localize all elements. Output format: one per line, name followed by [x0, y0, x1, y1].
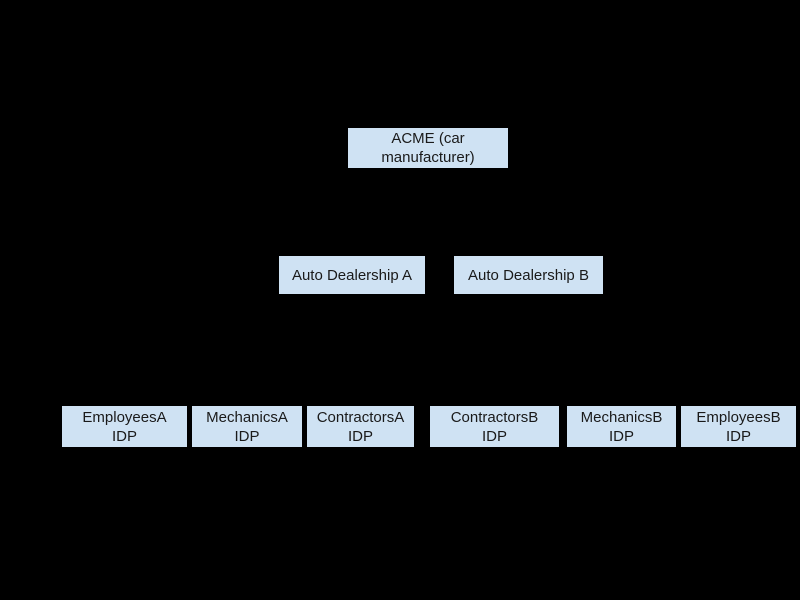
node-employees-a-idp: EmployeesA IDP [62, 406, 187, 447]
node-contractors-b-idp: ContractorsB IDP [430, 406, 559, 447]
node-acme-manufacturer: ACME (car manufacturer) [348, 128, 508, 168]
node-auto-dealership-a: Auto Dealership A [279, 256, 425, 294]
node-employees-b-idp: EmployeesB IDP [681, 406, 796, 447]
node-contractors-a-idp: ContractorsA IDP [307, 406, 414, 447]
node-auto-dealership-b: Auto Dealership B [454, 256, 603, 294]
node-mechanics-a-idp: MechanicsA IDP [192, 406, 302, 447]
node-mechanics-b-idp: MechanicsB IDP [567, 406, 676, 447]
